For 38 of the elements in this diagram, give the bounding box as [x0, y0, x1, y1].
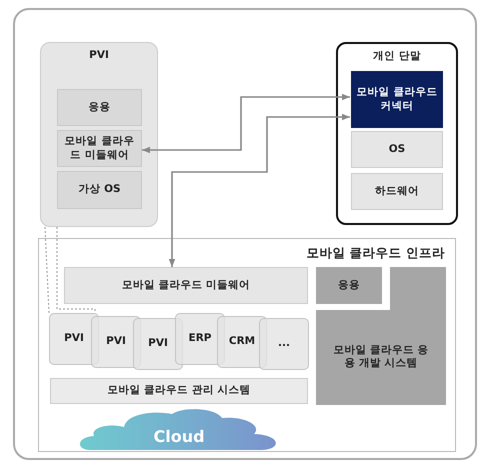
arrow — [142, 94, 350, 154]
group-title: PVI — [88, 49, 110, 63]
node-label: PVI — [106, 335, 126, 349]
node-label: 가상 OS — [78, 183, 121, 197]
node-label: 모바일 클라우드 미들웨어 — [122, 278, 250, 292]
dotted-line — [56, 226, 96, 314]
node-label: ERP — [188, 332, 212, 346]
layer-box — [351, 173, 443, 210]
layer-box — [50, 378, 308, 404]
node-label: ... — [278, 337, 290, 351]
infra-panel — [38, 238, 456, 452]
dotted-line — [44, 226, 50, 314]
layer-box — [57, 130, 142, 167]
node-label: 응용 — [338, 278, 360, 292]
layer-box — [57, 89, 142, 126]
node-label: 하드웨어 — [375, 184, 419, 198]
arrow — [168, 114, 350, 267]
node-label: 모바일 클라우드 미들웨어 — [64, 134, 136, 162]
layer-box — [351, 131, 443, 168]
node-label: 모바일 클라우드 응용 개발 시스템 — [332, 344, 430, 371]
node-label: CRM — [228, 335, 256, 349]
layer-box — [57, 171, 142, 209]
pvi-panel — [40, 42, 158, 227]
node-label: 응용 — [88, 100, 110, 114]
cloud-label: Cloud — [153, 427, 205, 448]
layer-box — [64, 267, 308, 304]
node-label: PVI — [64, 332, 84, 346]
node-label: PVI — [148, 337, 168, 351]
connector-box — [351, 71, 443, 128]
group-title: 개인 단말 — [372, 50, 422, 64]
group-title: 모바일 클라우드 인프라 — [305, 245, 445, 262]
dev-system-block — [316, 267, 446, 405]
app-card — [259, 318, 309, 370]
node-label: OS — [388, 142, 406, 156]
node-label: 모바일 클라우드 커넥터 — [356, 86, 438, 114]
app-box — [316, 267, 382, 304]
device-panel — [336, 42, 458, 225]
node-label: 모바일 클라우드 관리 시스템 — [108, 384, 250, 398]
